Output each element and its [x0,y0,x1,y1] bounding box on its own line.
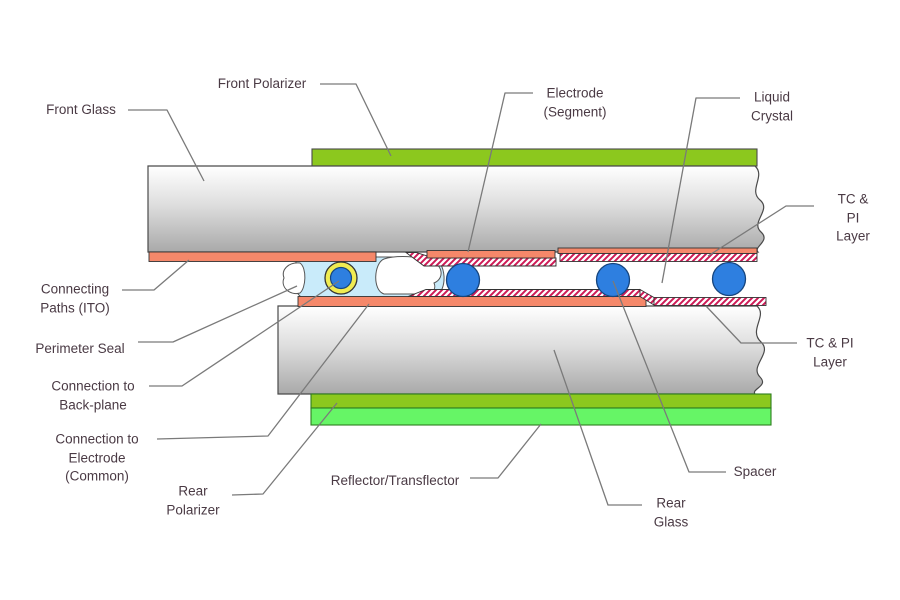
label-rear-polarizer: Rear Polarizer [166,483,220,518]
label-liquid-crystal: Liquid Crystal [750,89,794,124]
ito-connecting-paths-bar [148,251,377,262]
rear-glass-shape [277,305,765,395]
spacer-ball-3 [711,261,747,297]
leader-rear-glass [553,349,642,506]
front-polarizer-bar [311,148,758,167]
segment-electrode-bar [426,250,556,259]
segment-pi-hatch [404,252,557,267]
leader-lines [122,83,814,506]
label-connection-backplane: Connection to Back-plane [51,378,135,413]
rear-polarizer-bar [310,393,772,409]
label-connecting-paths: Connecting Paths (ITO) [40,281,110,316]
top-right-ito-strip [557,247,758,254]
leader-front-glass [128,109,205,182]
label-tc-pi-lower: TC & PI Layer [806,335,854,370]
label-front-glass: Front Glass [46,101,116,117]
leader-electrode-segment [467,92,533,253]
leader-tc-pi-lower [705,305,797,344]
seal-left-break-blob [282,262,306,295]
front-glass-shape [147,165,765,253]
label-perimeter-seal: Perimeter Seal [35,340,125,356]
label-front-polarizer: Front Polarizer [217,75,307,91]
top-right-pi-hatch [559,253,758,262]
label-spacer: Spacer [733,463,777,479]
bottom-pi-hatch-right [653,297,767,306]
label-electrode-segment: Electrode (Segment) [543,85,607,120]
label-tc-pi-upper: TC & PI Layer [836,191,870,244]
leader-spacer [612,280,726,473]
label-rear-glass: Rear Glass [653,495,689,530]
leader-reflector [470,423,542,479]
leader-connection-electrode [156,303,370,440]
leader-tc-pi-upper [707,205,814,257]
spacer-ball-1 [445,262,481,298]
ito-common-electrode-bar [297,296,647,307]
leader-front-polarizer [320,83,392,157]
label-reflector: Reflector/Transflector [330,472,460,488]
leader-connecting-paths [122,259,190,291]
label-connection-electrode: Connection to Electrode (Common) [55,431,139,484]
spacer-ball-2 [595,262,631,298]
leader-liquid-crystal [661,97,740,284]
reflector-bar [310,407,772,426]
leader-perimeter-seal [138,285,298,343]
leader-connection-backplane [149,280,340,387]
leader-rear-polarizer [231,402,338,496]
